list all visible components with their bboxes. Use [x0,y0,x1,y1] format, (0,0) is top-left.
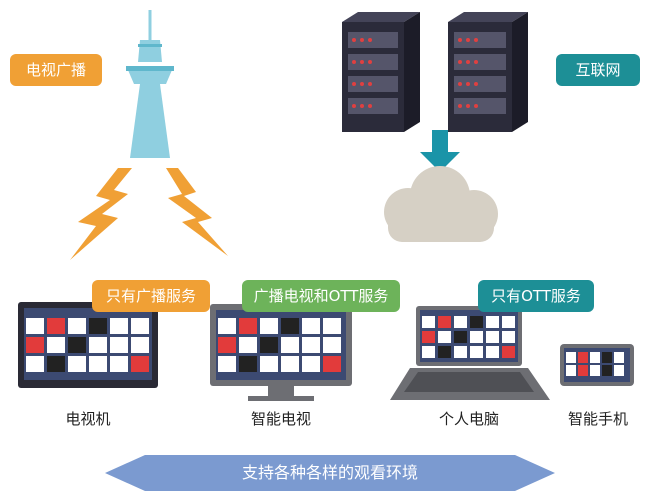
screen-tile [590,365,600,376]
screen-tile [239,318,257,334]
screen-tile [260,337,278,353]
screen-tile [110,356,128,372]
down-arrow-icon [420,130,460,172]
screen-tile [614,365,624,376]
screen-tile [239,337,257,353]
screen-tile [422,316,435,328]
screen-tile [260,318,278,334]
screen-tile [260,356,278,372]
pc-label: 个人电脑 [438,410,499,428]
tv-label: 电视机 [65,410,111,428]
screen-tile [323,337,341,353]
tv-icon [18,302,158,388]
screen-tile [454,316,467,328]
banner-text: 支持各种各样的观看环境 [241,463,418,482]
screen-tile [486,331,499,343]
screen-tile [422,331,435,343]
screen-tile [131,356,149,372]
smart-tv-icon [210,304,352,401]
screen-tile [26,337,44,353]
screen-tile [281,318,299,334]
screen-tile [110,318,128,334]
server-left-icon [342,12,420,132]
screen-tile [470,316,483,328]
screen-tile [302,356,320,372]
screen-tile [131,318,149,334]
screen-tile [89,318,107,334]
screen-tile [218,318,236,334]
screen-tile [26,356,44,372]
lightning-left-icon [70,168,132,260]
screen-tile [239,356,257,372]
screen-tile [68,337,86,353]
broadcast-and-ott-tag: 广播电视和OTT服务 [242,280,400,312]
screen-tile [302,318,320,334]
broadcast-label: 电视广播 [10,54,102,86]
screen-tile [323,318,341,334]
screen-tile [470,346,483,358]
screen-tile [89,356,107,372]
screen-tile [578,352,588,363]
screen-tile [438,346,451,358]
screen-tile [438,316,451,328]
smart-tv-label: 智能电视 [250,410,311,428]
screen-tile [602,365,612,376]
broadcast-tower-icon [126,10,174,158]
internet-label: 互联网 [556,54,640,86]
screen-tile [68,356,86,372]
screen-tile [422,346,435,358]
screen-tile [218,356,236,372]
ott-only-tag: 只有OTT服务 [478,280,594,312]
screen-tile [302,337,320,353]
cloud-icon [384,166,498,242]
screen-tile [323,356,341,372]
screen-tile [47,337,65,353]
screen-tile [131,337,149,353]
tv-screen [24,308,152,380]
broadcast-only-tag: 只有广播服务 [92,280,210,312]
screen-tile [614,352,624,363]
screen-tile [281,337,299,353]
server-right-icon [448,12,528,132]
lightning-right-icon [166,168,228,256]
screen-tile [590,352,600,363]
screen-tile [578,365,588,376]
screen-tile [486,346,499,358]
banner-double-arrow [105,455,555,491]
screen-tile [566,365,576,376]
screen-tile [110,337,128,353]
screen-tile [486,316,499,328]
screen-tile [68,318,86,334]
screen-tile [454,331,467,343]
screen-tile [602,352,612,363]
screen-tile [26,318,44,334]
screen-tile [454,346,467,358]
screen-tile [470,331,483,343]
screen-tile [438,331,451,343]
laptop-icon [390,306,550,400]
screen-tile [566,352,576,363]
screen-tile [89,337,107,353]
screen-tile [218,337,236,353]
screen-tile [502,331,515,343]
screen-tile [502,346,515,358]
screen-tile [47,356,65,372]
screen-tile [47,318,65,334]
screen-tile [502,316,515,328]
smartphone-icon [560,344,634,386]
screen-tile [281,356,299,372]
phone-label: 智能手机 [567,410,628,428]
